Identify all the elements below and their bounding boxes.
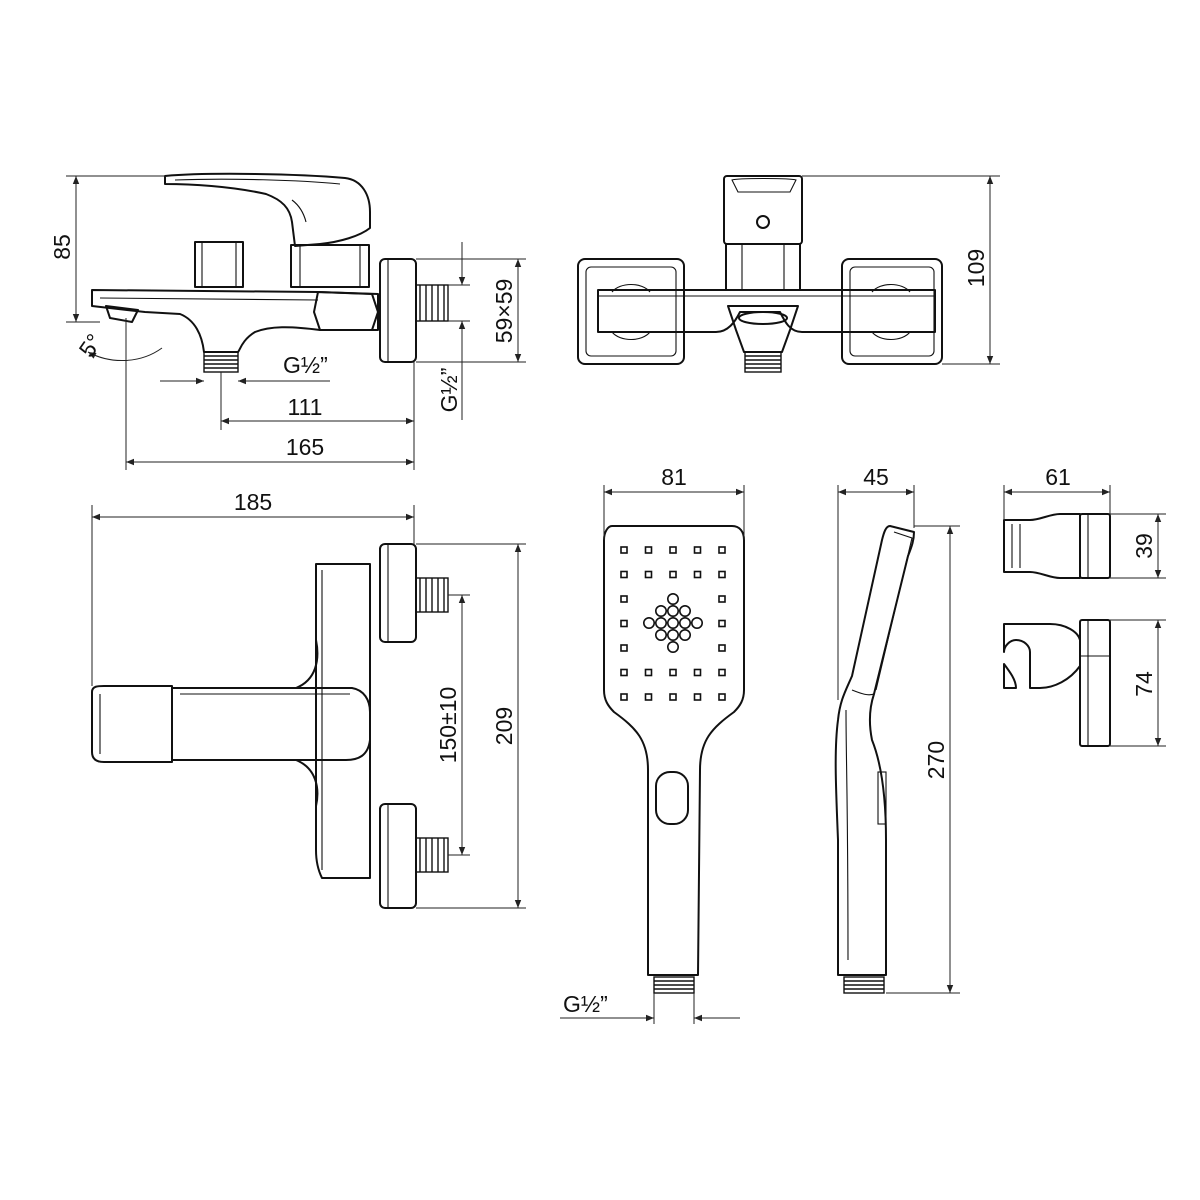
dim-side-outlet: 111 (288, 394, 323, 420)
spray-nozzle (644, 570, 653, 579)
spray-nozzle-grid (620, 546, 726, 701)
hand-shower-side-dimensions: 45 270 (837, 464, 960, 994)
dim-shower-length: 270 (923, 741, 949, 779)
spray-nozzle (669, 546, 677, 554)
spray-nozzle (718, 546, 726, 554)
spray-nozzle (718, 693, 726, 701)
dim-top-depth: 209 (491, 707, 517, 745)
spray-nozzle (620, 619, 628, 628)
spray-nozzle-round (690, 616, 703, 629)
dim-shower-width: 81 (661, 464, 687, 490)
shower-holder-dimensions: 61 39 74 (1003, 464, 1166, 747)
spray-nozzle (644, 668, 653, 677)
shower-holder-side (1003, 619, 1111, 747)
spray-nozzle (693, 693, 702, 701)
dim-side-angle: 5° (73, 329, 107, 362)
spray-nozzle (669, 668, 677, 677)
hand-shower-front-dimensions: 81 G½” (560, 464, 745, 1024)
spray-nozzle (620, 668, 628, 677)
dim-top-spacing: 150±10 (435, 687, 461, 764)
spray-nozzle (620, 595, 628, 603)
spray-nozzle (620, 546, 628, 554)
hand-shower-side (834, 525, 915, 994)
spray-nozzle-round (678, 604, 691, 617)
mixer-top-view (91, 543, 449, 909)
mixer-side-view (91, 172, 449, 373)
spray-nozzle (693, 546, 702, 554)
spray-nozzle (693, 668, 702, 677)
spray-nozzle-round (666, 640, 679, 653)
top-view-dimensions: 185 150±10 209 (91, 489, 526, 909)
spray-nozzle (718, 644, 726, 652)
dim-side-inlet-thread: G½” (436, 368, 462, 413)
spray-nozzle-round (666, 616, 679, 629)
hand-shower-front (603, 525, 745, 994)
spray-nozzle-round (654, 616, 667, 629)
dim-top-width: 185 (234, 489, 272, 515)
dim-front-height: 109 (963, 249, 989, 287)
spray-nozzle (669, 570, 677, 579)
spray-nozzle (718, 619, 726, 628)
dim-side-flange: 59×59 (491, 279, 517, 344)
spray-nozzle (718, 570, 726, 579)
mixer-front-view (577, 175, 943, 373)
spray-nozzle-round (642, 616, 655, 629)
spray-nozzle (718, 595, 726, 603)
spray-nozzle (693, 570, 702, 579)
dim-side-depth: 165 (286, 434, 324, 460)
spray-nozzle (669, 693, 677, 701)
spray-nozzle-round (666, 628, 679, 641)
dim-holder-depth: 39 (1131, 533, 1157, 559)
spray-nozzle-round (654, 604, 667, 617)
side-view-dimensions: 85 5° G½” 111 165 G½” 59×59 (49, 175, 526, 470)
dim-shower-thickness: 45 (863, 464, 889, 490)
spray-nozzle-round (678, 628, 691, 641)
spray-nozzle (620, 644, 628, 652)
dim-shower-thread: G½” (563, 991, 608, 1017)
spray-nozzle-round (654, 628, 667, 641)
shower-holder-top (1003, 513, 1111, 579)
spray-nozzle (644, 693, 653, 701)
spray-nozzle-round (666, 592, 679, 605)
spray-nozzle (620, 693, 628, 701)
dim-holder-width: 61 (1045, 464, 1071, 490)
spray-nozzle-round (678, 616, 691, 629)
front-view-dimensions: 109 (802, 175, 1000, 365)
dim-holder-height: 74 (1131, 671, 1157, 697)
spray-nozzle (718, 668, 726, 677)
spray-nozzle-round (666, 604, 679, 617)
dim-side-thread: G½” (283, 352, 328, 378)
dim-side-height: 85 (49, 234, 75, 260)
spray-nozzle (644, 546, 653, 554)
spray-nozzle (620, 570, 628, 579)
